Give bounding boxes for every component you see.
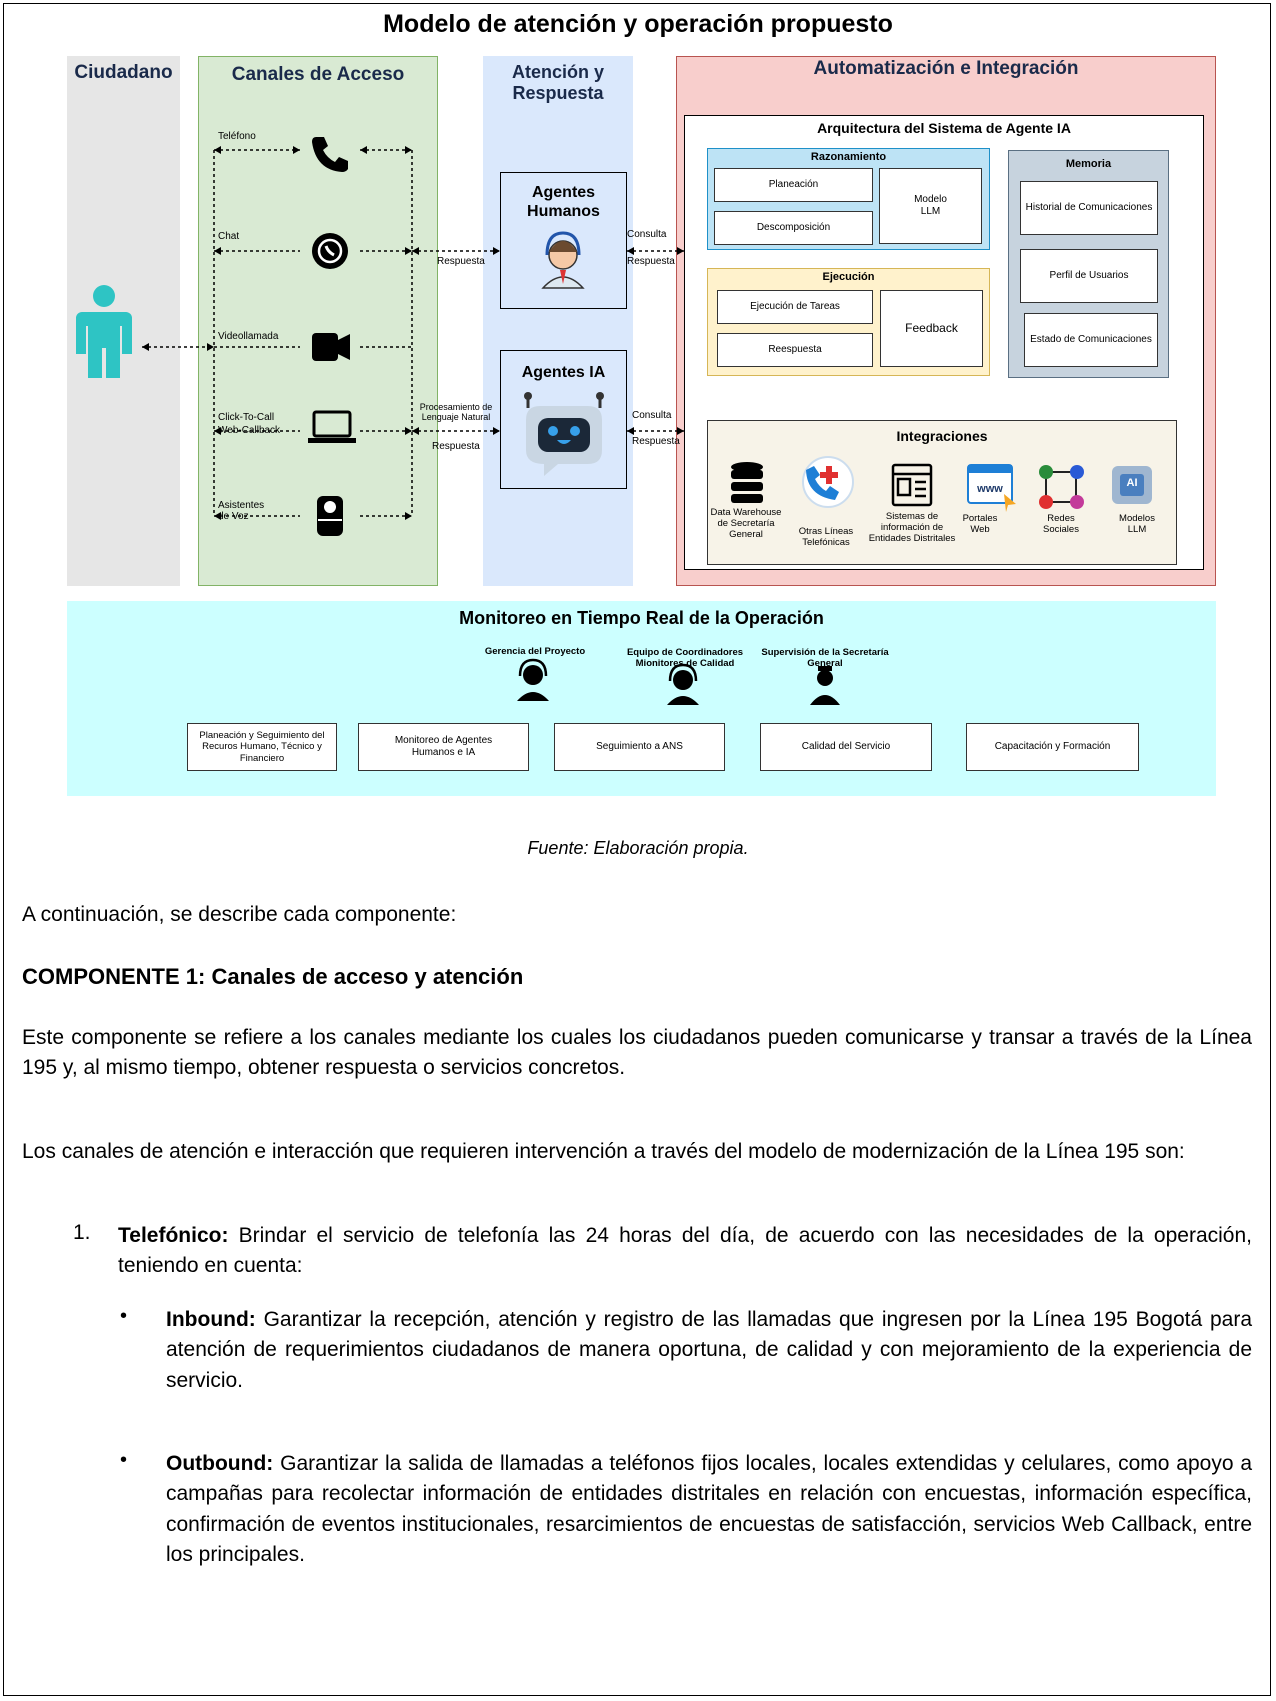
integracion-portales-web: Portales Web bbox=[962, 513, 998, 535]
www-label: www bbox=[977, 483, 1003, 495]
whatsapp-icon bbox=[312, 233, 348, 269]
robot-icon bbox=[524, 392, 604, 476]
bullet-inbound-marker: • bbox=[120, 1305, 128, 1327]
agentes-humanos-box: Agentes Humanos bbox=[500, 172, 627, 309]
database-icon bbox=[731, 462, 763, 503]
social-networks-icon bbox=[1039, 465, 1084, 509]
monitor-box-ans: Seguimiento a ANS bbox=[554, 723, 725, 771]
section-heading: COMPONENTE 1: Canales de acceso y atenci… bbox=[22, 964, 524, 989]
historial-label: Historial de Comunicaciones bbox=[1025, 202, 1153, 213]
memoria-title: Memoria bbox=[1065, 158, 1112, 170]
diagram-connectors bbox=[76, 137, 939, 536]
label-respuesta-humanos: Respuesta bbox=[437, 256, 485, 267]
integracion-sistemas-info: Sistemas de información de Entidades Dis… bbox=[868, 511, 956, 544]
label-consulta-humanos: Consulta bbox=[627, 229, 667, 240]
perfil-usuarios-box: Perfil de Usuarios bbox=[1020, 249, 1158, 303]
monitor-box-calidad: Calidad del Servicio bbox=[760, 723, 932, 771]
channel-label-asistentes-voz: Asistentes de Voz bbox=[218, 500, 265, 522]
channel-label-telefono: Teléfono bbox=[218, 131, 256, 142]
laptop-icon bbox=[308, 410, 356, 443]
lane-atencion-title: Atención y Respuesta bbox=[511, 62, 604, 103]
integracion-otras-lineas: Otras Líneas Telefónicas bbox=[798, 526, 854, 548]
intro-paragraph: A continuación, se describe cada compone… bbox=[22, 903, 457, 926]
supervisor-icon bbox=[810, 666, 840, 705]
medical-phone-icon bbox=[802, 456, 854, 508]
integracion-redes-sociales: Redes Sociales bbox=[1043, 513, 1079, 535]
bullet-outbound-text: Garantizar la salida de llamadas a teléf… bbox=[166, 1452, 1252, 1567]
monitor-box-agentes-label: Monitoreo de Agentes Humanos e IA bbox=[394, 735, 493, 758]
monitor-box-planeacion: Planeación y Seguimiento del Recuros Hum… bbox=[187, 723, 337, 771]
list-number-1: 1. bbox=[73, 1221, 91, 1244]
information-system-icon bbox=[891, 463, 933, 507]
planeacion-box: Planeación bbox=[714, 168, 873, 202]
figure-title: Modelo de atención y operación propuesto bbox=[383, 10, 893, 38]
descomposicion-box: Descomposición bbox=[714, 211, 873, 245]
list-item-telefonico-text: Brindar el servicio de telefonía las 24 … bbox=[118, 1224, 1252, 1278]
arquitectura-title: Arquitectura del Sistema de Agente IA bbox=[817, 120, 1071, 136]
monitoring-role-icons bbox=[517, 658, 840, 705]
modelo-llm-label: Modelo LLM bbox=[914, 194, 947, 217]
citizen-icon bbox=[76, 285, 132, 378]
razonamiento-title: Razonamiento bbox=[810, 151, 887, 163]
role-coordinadores: Equipo de Coordinadores Mionitores de Ca… bbox=[626, 647, 744, 669]
bullet-inbound-text: Garantizar la recepción, atención y regi… bbox=[166, 1308, 1252, 1392]
bullet-inbound-term: Inbound: bbox=[166, 1308, 256, 1331]
agentes-ia-label: Agentes IA bbox=[521, 364, 606, 381]
channel-label-videollamada: Videollamada bbox=[218, 331, 279, 342]
bullet-inbound: Inbound: Garantizar la recepción, atenci… bbox=[166, 1305, 1252, 1396]
historial-box: Historial de Comunicaciones bbox=[1020, 181, 1158, 235]
integraciones-icons bbox=[731, 456, 1152, 512]
figure-caption: Fuente: Elaboración propia. bbox=[527, 838, 749, 858]
channels-intro-paragraph: Los canales de atención e interacción qu… bbox=[22, 1140, 1185, 1163]
bullet-outbound-term: Outbound: bbox=[166, 1452, 274, 1475]
channel-label-click-to-call: Click-To-Call Web-Callback bbox=[218, 412, 281, 436]
lane-ciudadano-title: Ciudadano bbox=[74, 62, 173, 83]
ejecucion-tareas-box: Ejecución de Tareas bbox=[717, 290, 873, 324]
component-description: Este componente se refiere a los canales… bbox=[22, 1026, 1252, 1080]
ai-model-icon bbox=[1112, 466, 1152, 504]
monitor-box-capacitacion: Capacitación y Formación bbox=[966, 723, 1139, 771]
page-frame bbox=[3, 3, 1271, 1696]
bullet-outbound: Outbound: Garantizar la salida de llamad… bbox=[166, 1449, 1252, 1571]
estado-comunicaciones-box: Estado de Comunicaciones bbox=[1024, 313, 1158, 367]
agentes-humanos-label: Agentes Humanos bbox=[527, 184, 600, 221]
feedback-box: Feedback bbox=[880, 290, 983, 367]
video-camera-icon bbox=[312, 333, 350, 361]
label-respuesta-arq-ia: Respuesta bbox=[632, 436, 680, 447]
manager-headset-icon bbox=[517, 658, 549, 701]
coordinator-headset-icon bbox=[667, 663, 699, 705]
agentes-ia-box: Agentes IA bbox=[500, 350, 627, 489]
human-agent-icon bbox=[541, 231, 585, 289]
role-gerencia: Gerencia del Proyecto bbox=[484, 646, 586, 657]
integracion-modelos-llm: Modelos LLM bbox=[1119, 513, 1155, 535]
label-respuesta-ia: Respuesta bbox=[432, 441, 480, 452]
monitor-box-agentes: Monitoreo de Agentes Humanos e IA bbox=[358, 723, 529, 771]
web-portal-icon bbox=[967, 464, 1016, 512]
integraciones-box bbox=[707, 420, 1177, 565]
list-item-telefonico-term: Telefónico: bbox=[118, 1224, 229, 1247]
lane-atencion bbox=[483, 56, 633, 586]
ejecucion-title: Ejecución bbox=[822, 271, 875, 283]
bullet-outbound-marker: • bbox=[120, 1449, 128, 1471]
role-supervision: Supervisión de la Secretaría General bbox=[761, 647, 889, 669]
ai-chip-label: AI bbox=[1126, 477, 1138, 489]
channel-label-chat: Chat bbox=[218, 231, 240, 242]
integracion-data-warehouse: Data Warehouse de Secretaría General bbox=[710, 507, 782, 540]
reespuesta-box: Reespuesta bbox=[717, 333, 873, 367]
phone-icon bbox=[312, 137, 348, 172]
label-consulta-ia: Consulta bbox=[632, 410, 672, 421]
monitoring-title: Monitoreo en Tiempo Real de la Operación bbox=[459, 608, 824, 628]
label-procesamiento: Procesamiento de Lenguaje Natural bbox=[419, 402, 493, 422]
modelo-llm-box: Modelo LLM bbox=[879, 168, 982, 244]
lane-canales-title: Canales de Acceso bbox=[231, 64, 405, 85]
list-item-telefonico: Telefónico: Brindar el servicio de telef… bbox=[118, 1221, 1252, 1282]
label-respuesta-arq-humanos: Respuesta bbox=[627, 256, 675, 267]
integraciones-title: Integraciones bbox=[896, 428, 988, 444]
lane-automatizacion-title: Automatización e Integración bbox=[813, 58, 1079, 79]
voice-assistant-icon bbox=[317, 496, 343, 536]
